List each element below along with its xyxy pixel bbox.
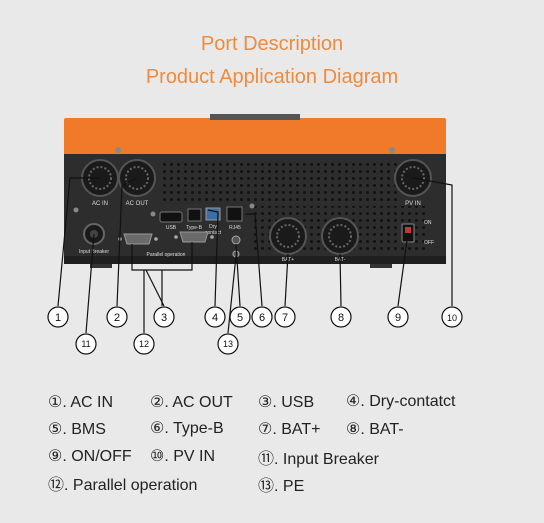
input-breaker-label: Input Breaker bbox=[79, 249, 109, 255]
rj45-port bbox=[226, 206, 243, 222]
ac-in-label: AC IN bbox=[92, 201, 108, 207]
screw bbox=[150, 211, 156, 217]
legend-item-ac-in: ①. AC IN bbox=[48, 394, 114, 411]
marker-circles bbox=[47, 306, 463, 355]
contact-label: contact bbox=[205, 230, 222, 236]
legend-item-bms: ⑤. BMS bbox=[48, 421, 106, 438]
top-handle bbox=[210, 114, 300, 120]
top-cover bbox=[64, 118, 446, 156]
legend-item-type-b: ⑥. Type-B bbox=[150, 420, 224, 437]
pv-in-label: PV IN bbox=[405, 201, 421, 207]
leader-lines bbox=[57, 177, 453, 334]
marker-2: 2 bbox=[114, 312, 120, 324]
marker-13: 13 bbox=[223, 339, 233, 349]
dry-contact-terminal bbox=[205, 207, 221, 221]
parallel-operation-label: Parallel operation bbox=[147, 252, 186, 258]
title-application-diagram: Product Application Diagram bbox=[145, 66, 399, 88]
legend-item-usb: ③. USB bbox=[258, 394, 315, 411]
legend-item-pe: ⑬. PE bbox=[258, 478, 305, 495]
bat-minus-port bbox=[321, 217, 359, 255]
vent-grille-top bbox=[160, 160, 400, 204]
on-label: ON bbox=[424, 220, 432, 226]
marker-9: 9 bbox=[395, 312, 401, 324]
legend-item-bat-plus: ⑦. BAT+ bbox=[258, 421, 321, 438]
foot bbox=[370, 264, 392, 268]
foot bbox=[90, 264, 112, 268]
panel-base bbox=[64, 256, 446, 264]
marker-10: 10 bbox=[447, 313, 457, 323]
pe-screw bbox=[231, 235, 241, 245]
legend-item-dry-contact: ④. Dry-contatct bbox=[346, 393, 456, 410]
legend-item-on-off: ⑨. ON/OFF bbox=[48, 448, 132, 465]
ac-out-label: AC OUT bbox=[126, 201, 149, 207]
legend-item-pv-in: ⑩. PV IN bbox=[150, 448, 216, 465]
marker-6: 6 bbox=[259, 312, 265, 324]
legend-item-ac-out: ②. AC OUT bbox=[150, 394, 233, 411]
marker-7: 7 bbox=[282, 312, 288, 324]
dry-label: Dry bbox=[209, 224, 217, 230]
marker-11: 11 bbox=[81, 339, 90, 349]
usb-label: USB bbox=[166, 225, 177, 231]
usb-port bbox=[159, 211, 183, 223]
switch-rocker bbox=[405, 227, 411, 233]
marker-4: 4 bbox=[212, 312, 218, 324]
screw bbox=[73, 207, 79, 213]
type-b-port bbox=[187, 208, 202, 222]
screw bbox=[389, 147, 395, 153]
screw bbox=[249, 203, 255, 209]
marker-3: 3 bbox=[161, 312, 167, 324]
legend-item-input-breaker: ⑪. Input Breaker bbox=[258, 451, 379, 468]
marker-1: 1 bbox=[55, 312, 61, 324]
marker-12: 12 bbox=[139, 339, 149, 349]
marker-8: 8 bbox=[338, 312, 344, 324]
rj45-label: RJ45 bbox=[229, 225, 241, 231]
legend-item-parallel-operation: ⑫. Parallel operation bbox=[48, 477, 198, 494]
screw bbox=[115, 147, 121, 153]
title-port-description: Port Description bbox=[200, 33, 344, 55]
marker-5: 5 bbox=[237, 312, 243, 324]
off-label: OFF bbox=[424, 240, 434, 246]
type-b-label: Type-B bbox=[186, 225, 203, 231]
bat-plus-port bbox=[269, 217, 307, 255]
parallel-port-right bbox=[174, 231, 214, 243]
parallel-port-left bbox=[118, 233, 158, 245]
legend-item-bat-minus: ⑧. BAT- bbox=[346, 421, 404, 438]
